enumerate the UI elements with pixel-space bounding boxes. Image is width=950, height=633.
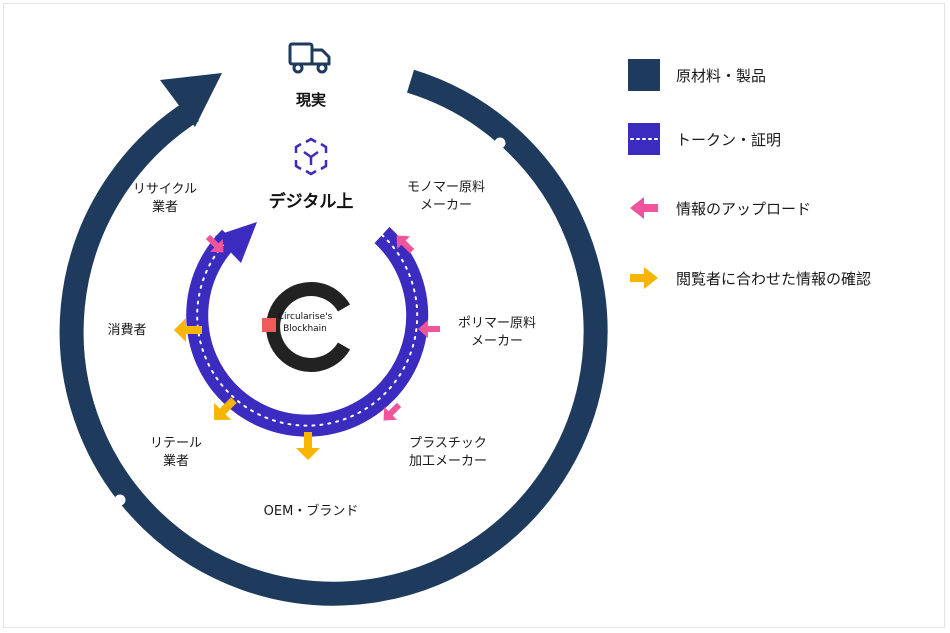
view-arrow-consumer [174,318,202,342]
legend-item-view: 閲覧者に合わせた情報の確認 [628,261,871,295]
node-retail-line1: リテール [150,436,202,451]
node-consumer: 消費者 [107,323,146,338]
node-plastic-line1: プラスチック [409,436,487,451]
legend-swatch-inner [628,123,660,155]
view-arrow-oem [296,432,320,460]
outer-ring-dot [114,137,126,149]
outer-ring-dot [494,494,506,506]
node-retail-line2: 業者 [163,453,189,469]
node-monomer-line2: メーカー [420,198,472,213]
legend-item-materials: 原材料・製品 [628,58,766,92]
outer-ring-dot [562,323,574,335]
truck-icon [288,42,331,74]
inner-ring-arrowhead [215,222,257,263]
node-plastic-line2: 加工メーカー [409,454,487,469]
node-monomer-line1: モノマー原料 [407,180,485,195]
digital-header: デジタル上 [269,191,354,212]
legend-upload-arrow-icon [630,197,658,219]
inner-ring-dotted-line [196,234,419,427]
outer-ring-dot [114,494,126,506]
upload-arrow-polymer [418,320,440,338]
node-polymer-line2: メーカー [471,334,523,349]
legend-item-tokens: トークン・証明 [628,122,781,156]
legend-label-view: 閲覧者に合わせた情報の確認 [676,269,872,288]
hub-label-line1: Circularise's [278,312,333,322]
legend-item-upload: 情報のアップロード [628,191,811,225]
node-oem: OEM・ブランド [264,503,359,519]
reality-header: 現実 [296,91,326,109]
legend-swatch-outer [628,59,660,91]
view-arrow-retail [214,397,237,420]
upload-arrow-recycle [205,234,224,253]
node-recycle-line1: リサイクル [133,182,197,197]
upload-arrow-monomer [396,235,415,254]
legend-view-arrow-icon [630,267,658,289]
hub-label-line2: Blockhain [283,324,327,334]
legend-label-upload: 情報のアップロード [676,199,812,218]
node-polymer-line1: ポリマー原料 [458,316,536,331]
legend-label-materials: 原材料・製品 [676,66,767,85]
outer-ring [59,69,608,606]
frame-border [3,3,945,628]
outer-ring-arrowhead [160,73,222,127]
node-recycle-line2: 業者 [152,199,178,215]
legend-label-tokens: トークン・証明 [676,130,782,149]
outer-ring-dot [494,137,506,149]
digital-twin-icon [294,137,328,176]
upload-arrow-plastic [383,402,402,421]
hub-mark [262,318,276,332]
